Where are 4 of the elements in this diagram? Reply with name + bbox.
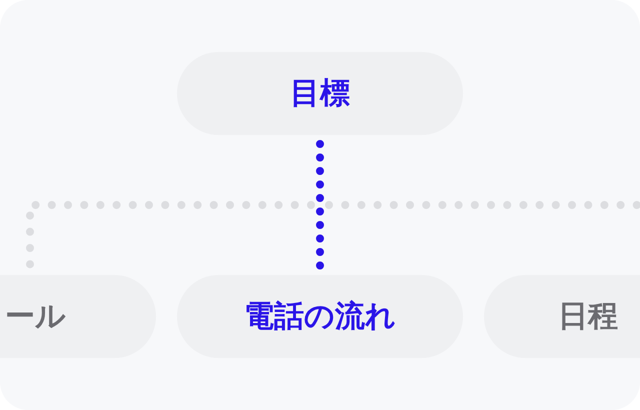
node-label: 目標 [290, 75, 350, 113]
node-label: 日程 [558, 298, 618, 336]
node-label: 電話の流れ [244, 298, 396, 336]
node-label: ール [5, 298, 66, 336]
